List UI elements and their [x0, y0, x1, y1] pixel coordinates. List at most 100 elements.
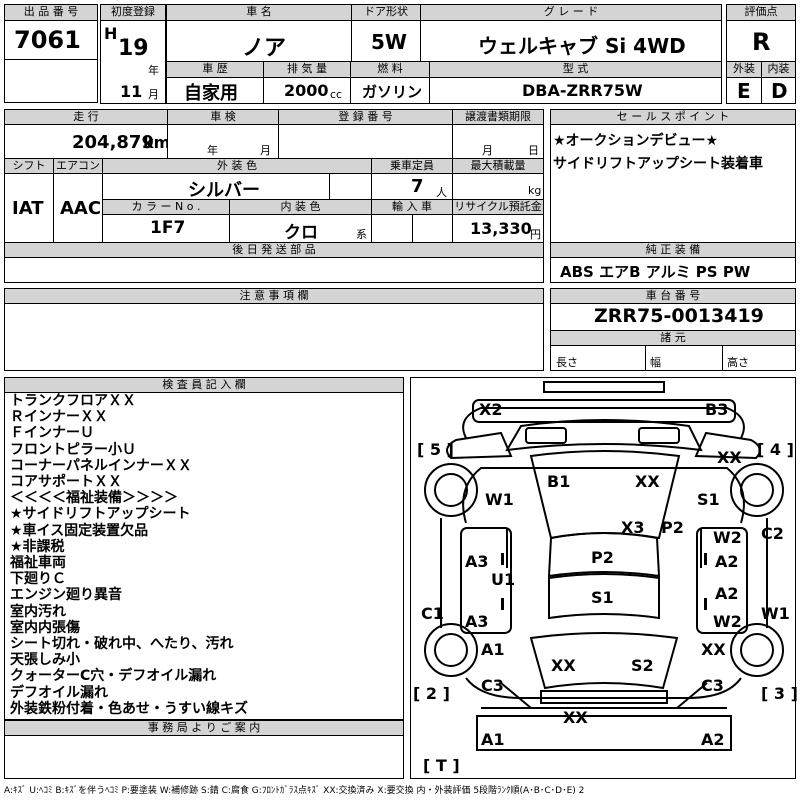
- exterior-grade-value: E: [737, 79, 751, 103]
- chassis-value: ZRR75-0013419: [594, 305, 764, 327]
- chassis-label: 車 台 番 号: [550, 288, 796, 304]
- mileage-unit: km: [143, 133, 171, 152]
- specs-width-label: 幅: [650, 356, 661, 369]
- max-load-unit: kg: [528, 184, 542, 197]
- inspector-line: エンジン廻り異音: [10, 587, 122, 604]
- car-name-label: 車 名: [166, 4, 352, 21]
- grade-value: ウェルキャブ Si 4WD: [478, 34, 686, 58]
- notes-box: [4, 303, 544, 371]
- equipment-label: 純 正 装 備: [550, 242, 796, 258]
- displacement-label: 排 気 量: [263, 61, 351, 78]
- int-color-value: クロ: [284, 223, 318, 243]
- damage-mark: A2: [715, 552, 739, 571]
- import-label: 輸 入 車: [371, 199, 453, 215]
- lot-no-value: 7061: [14, 26, 81, 54]
- damage-mark: A3: [465, 612, 489, 631]
- inspector-line: フロントピラー小Ｕ: [10, 441, 136, 458]
- inspector-line: ＦインナーＵ: [10, 425, 94, 442]
- later-parts-box: [4, 257, 544, 283]
- model-label: 型 式: [429, 61, 722, 78]
- shift-label: シフト: [4, 158, 54, 174]
- corner-rear-left: [ 2 ]: [413, 684, 450, 703]
- ext-color-label: 外 装 色: [102, 158, 372, 174]
- int-color-label: 内 装 色: [229, 199, 372, 215]
- later-parts-label: 後 日 発 送 部 品: [4, 242, 544, 258]
- inspector-line: 外装鉄粉付着・色あせ・うすい線キズ: [10, 700, 248, 717]
- office-box: [4, 735, 404, 779]
- ext-color-value: シルバー: [188, 180, 260, 201]
- damage-mark: W1: [485, 490, 514, 509]
- ac-label: エアコン: [53, 158, 103, 174]
- score-label: 評価点: [726, 4, 796, 21]
- inspection-month-unit: 月: [260, 144, 271, 157]
- mileage-label: 走 行: [4, 109, 168, 125]
- fuel-value: ガソリン: [362, 83, 423, 101]
- transfer-day-unit: 日: [528, 144, 539, 157]
- damage-mark: S1: [697, 490, 720, 509]
- damage-mark: C1: [421, 604, 444, 623]
- capacity-unit: 人: [436, 186, 447, 199]
- int-color-suffix: 系: [356, 228, 367, 241]
- damage-mark: S1: [591, 588, 614, 607]
- damage-mark: W1: [761, 604, 790, 623]
- displacement-unit: cc: [330, 88, 343, 101]
- first-reg-year: 19: [118, 36, 149, 61]
- sales-point-box: [550, 124, 796, 243]
- inspector-line: 福祉車両: [10, 555, 66, 572]
- inspector-line: ★車イス固定装置欠品: [10, 522, 149, 539]
- sales-point-line-2: サイドリフトアップシート装着車: [553, 156, 763, 172]
- mileage-value: 204,879: [72, 132, 154, 153]
- notes-label: 注 意 事 項 欄: [4, 288, 544, 304]
- grade-label: グ レ ー ド: [420, 4, 722, 21]
- sales-point-label: セ ー ル ス ポ イ ン ト: [550, 109, 796, 125]
- specs-height-label: 高さ: [727, 356, 749, 369]
- capacity-label: 乗車定員: [371, 158, 453, 174]
- history-box: [166, 77, 264, 104]
- car-outline-drawing: [424, 381, 784, 751]
- specs-height-box: [722, 345, 796, 371]
- chassis-box: [550, 303, 796, 331]
- damage-mark: X3: [621, 518, 645, 537]
- office-label: 事 務 局 よ り ご 案 内: [4, 720, 404, 736]
- inspection-box: [167, 124, 279, 159]
- recycle-unit: 円: [530, 228, 541, 241]
- color-no-label: カ ラ ー N o .: [102, 199, 230, 215]
- model-box: [429, 77, 722, 104]
- transfer-box: [452, 124, 544, 159]
- import-box-2: [412, 214, 453, 243]
- damage-mark: C3: [701, 676, 724, 695]
- color-no-value: 1F7: [150, 218, 186, 238]
- inspector-label: 検 査 員 記 入 欄: [4, 377, 404, 393]
- capacity-value: 7: [411, 176, 424, 197]
- inspector-line: コーナーパネルインナーＸＸ: [10, 457, 192, 474]
- fuel-box: [350, 77, 430, 104]
- damage-mark: A1: [481, 730, 505, 749]
- inspector-line: ★サイドリフトアップシート: [10, 506, 191, 523]
- damage-mark: A2: [715, 584, 739, 603]
- damage-mark: U1: [491, 570, 516, 589]
- ext-color-box-2: [329, 173, 372, 200]
- legend: A:ｷｽﾞ U:ﾍｺﾐ B:ｷｽﾞを伴うﾍｺﾐ P:要塗装 W:補修跡 S:錆 …: [4, 786, 585, 796]
- interior-grade-box: [761, 77, 796, 104]
- damage-mark: XX: [635, 472, 660, 491]
- history-label: 車 歴: [166, 61, 264, 78]
- capacity-box: [371, 173, 453, 200]
- corner-tail: [ T ]: [423, 756, 460, 775]
- inspector-line: ＜＜＜＜福祉装備＞＞＞＞: [10, 490, 178, 507]
- interior-grade-label: 内装: [761, 61, 796, 78]
- damage-mark: A3: [465, 552, 489, 571]
- displacement-value: 2000: [284, 81, 329, 100]
- damage-mark: B1: [547, 472, 571, 491]
- damage-mark: C2: [761, 524, 784, 543]
- door-value: 5W: [371, 30, 407, 54]
- damage-mark: W2: [713, 528, 742, 547]
- lot-no-box: [4, 20, 98, 60]
- corner-rear-right: [ 3 ]: [761, 684, 798, 703]
- max-load-label: 最大積載量: [452, 158, 544, 174]
- inspector-line: クォーターC穴・デフオイル漏れ: [10, 668, 217, 685]
- fuel-label: 燃 料: [350, 61, 430, 78]
- recycle-box: [452, 214, 544, 243]
- max-load-box: [452, 173, 544, 200]
